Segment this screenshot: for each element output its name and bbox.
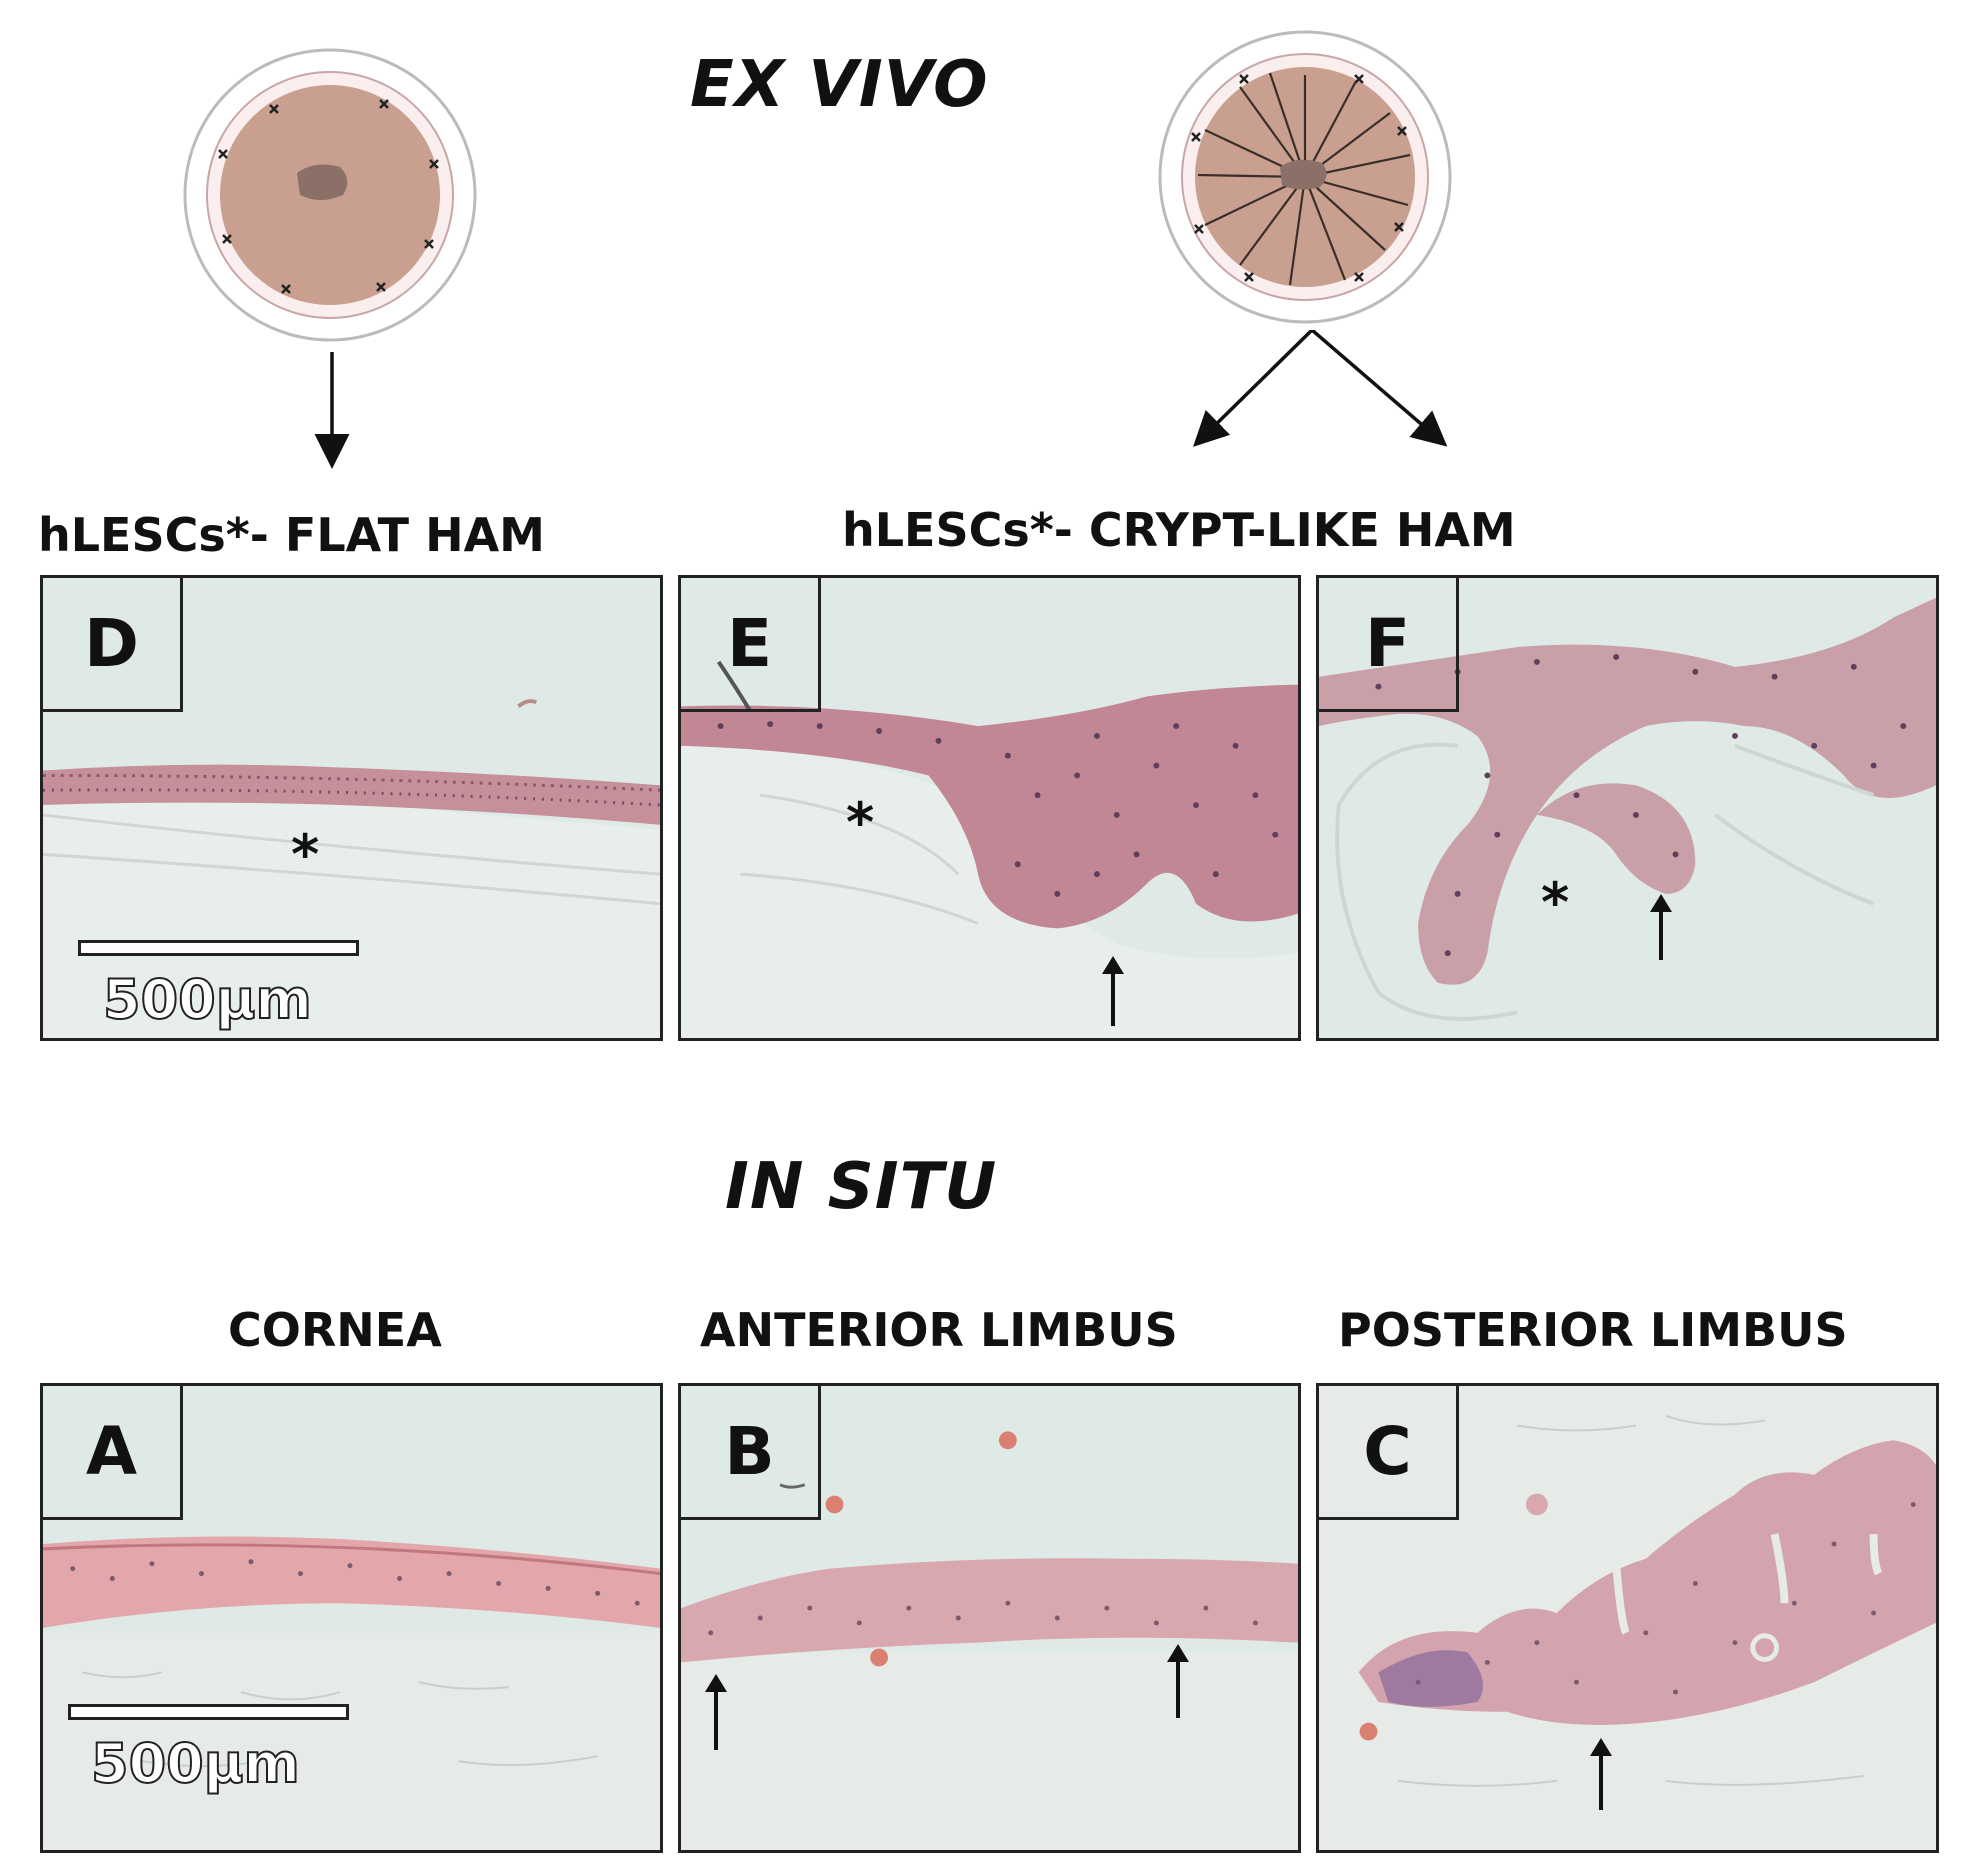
caption-posterior-limbus: POSTERIOR LIMBUS <box>1338 1303 1848 1357</box>
arrow-up-icon <box>1167 1644 1189 1718</box>
panel-e-image <box>681 578 1298 1038</box>
panel-c-label: C <box>1319 1386 1459 1520</box>
panel-e: E * <box>678 575 1301 1041</box>
panel-a: A 500μm <box>40 1383 663 1853</box>
panel-c: C <box>1316 1383 1939 1853</box>
panel-b-label: B <box>681 1386 821 1520</box>
scale-bar <box>78 940 359 956</box>
panel-f-image <box>1319 578 1936 1038</box>
arrow-up-icon <box>1590 1738 1612 1810</box>
scale-bar-label: 500μm <box>90 1731 301 1796</box>
panel-f: F * <box>1316 575 1939 1041</box>
crypt-dish-icon <box>1158 30 1452 324</box>
asterisk-marker: * <box>291 823 320 886</box>
caption-anterior-limbus: ANTERIOR LIMBUS <box>700 1303 1178 1357</box>
panel-b-image <box>681 1386 1298 1850</box>
arrow-down-icon <box>314 330 1448 469</box>
caption-flat-ham: hLESCs*- FLAT HAM <box>38 508 545 562</box>
arrow-up-icon <box>1650 894 1672 960</box>
panel-c-image <box>1319 1386 1936 1850</box>
panel-a-image <box>43 1386 660 1850</box>
panel-d-image <box>43 578 660 1038</box>
arrow-up-icon <box>705 1674 727 1750</box>
in-situ-heading: IN SITU <box>725 1150 998 1224</box>
panel-f-label: F <box>1319 578 1459 712</box>
panel-d: D * 500μm <box>40 575 663 1041</box>
scale-bar <box>68 1704 349 1720</box>
asterisk-marker: * <box>1541 871 1570 934</box>
scale-bar-label: 500μm <box>102 967 313 1032</box>
panel-a-label: A <box>43 1386 183 1520</box>
panel-e-label: E <box>681 578 821 712</box>
panel-d-label: D <box>43 578 183 712</box>
ex-vivo-heading: EX VIVO <box>690 48 989 122</box>
asterisk-marker: * <box>846 791 875 854</box>
arrow-up-icon <box>1102 956 1124 1026</box>
flat-dish-icon <box>183 48 477 342</box>
caption-crypt-like-ham: hLESCs*- CRYPT-LIKE HAM <box>842 503 1516 557</box>
panel-b: B <box>678 1383 1301 1853</box>
caption-cornea: CORNEA <box>228 1303 442 1357</box>
